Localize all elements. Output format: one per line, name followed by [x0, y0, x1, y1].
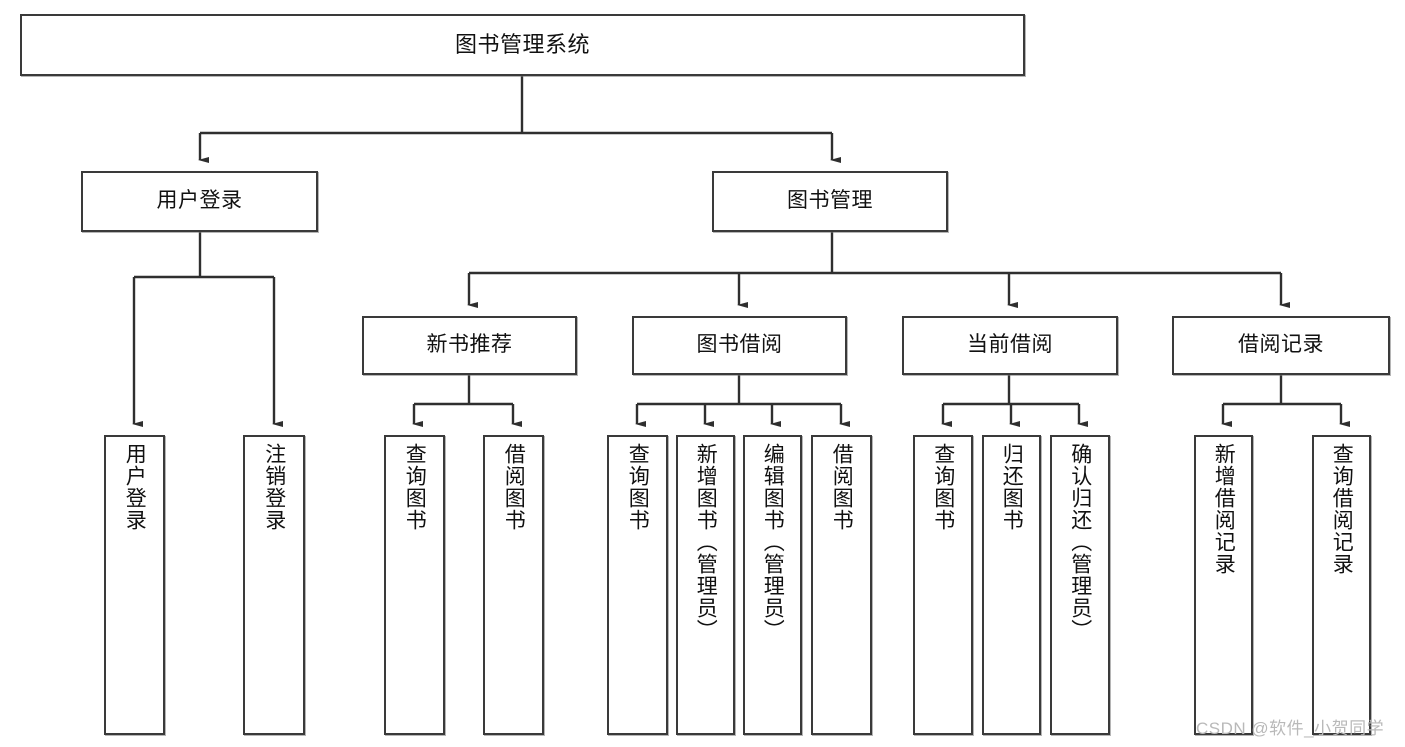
leaf-query-book-3[interactable]: 查询图书 [913, 435, 973, 735]
node-user-login[interactable]: 用户登录 [81, 171, 318, 232]
node-borrow-record[interactable]: 借阅记录 [1172, 316, 1390, 375]
leaf-confirm-return[interactable]: 确认归还（管理员） [1050, 435, 1110, 735]
leaf-query-record[interactable]: 查询借阅记录 [1312, 435, 1371, 735]
node-new-book-recommend[interactable]: 新书推荐 [362, 316, 577, 375]
node-current-borrow-label: 当前借阅 [967, 333, 1053, 357]
leaf-query-book-3-label: 查询图书 [931, 443, 955, 531]
leaf-user-logout[interactable]: 注销登录 [243, 435, 305, 735]
leaf-edit-book[interactable]: 编辑图书（管理员） [743, 435, 802, 735]
leaf-borrow-book-2-label: 借阅图书 [830, 443, 854, 531]
leaf-query-book-2-label: 查询图书 [626, 443, 650, 531]
leaf-user-login[interactable]: 用户登录 [104, 435, 165, 735]
leaf-add-book[interactable]: 新增图书（管理员） [676, 435, 735, 735]
leaf-confirm-return-label: 确认归还（管理员） [1068, 443, 1092, 641]
node-new-book-recommend-label: 新书推荐 [426, 333, 513, 357]
leaf-query-record-label: 查询借阅记录 [1330, 443, 1354, 575]
leaf-borrow-book-2[interactable]: 借阅图书 [811, 435, 872, 735]
leaf-borrow-book-1-label: 借阅图书 [502, 443, 526, 531]
node-book-borrow-label: 图书借阅 [696, 333, 783, 357]
node-book-borrow[interactable]: 图书借阅 [632, 316, 847, 375]
leaf-query-book-1-label: 查询图书 [403, 443, 427, 531]
leaf-borrow-book-1[interactable]: 借阅图书 [483, 435, 544, 735]
node-book-manage[interactable]: 图书管理 [712, 171, 948, 232]
leaf-user-login-label: 用户登录 [123, 443, 147, 531]
leaf-user-logout-label: 注销登录 [262, 443, 286, 531]
leaf-return-book[interactable]: 归还图书 [982, 435, 1041, 735]
leaf-edit-book-label: 编辑图书（管理员） [761, 443, 785, 641]
leaf-add-record[interactable]: 新增借阅记录 [1194, 435, 1253, 735]
node-borrow-record-label: 借阅记录 [1238, 333, 1324, 357]
leaf-return-book-label: 归还图书 [1000, 443, 1024, 531]
leaf-query-book-2[interactable]: 查询图书 [607, 435, 668, 735]
leaf-add-record-label: 新增借阅记录 [1212, 443, 1236, 575]
node-root[interactable]: 图书管理系统 [20, 14, 1025, 76]
node-current-borrow[interactable]: 当前借阅 [902, 316, 1118, 375]
watermark: CSDN @软件_小贺同学 [1196, 719, 1385, 738]
leaf-add-book-label: 新增图书（管理员） [694, 443, 718, 641]
leaf-query-book-1[interactable]: 查询图书 [384, 435, 445, 735]
node-user-login-label: 用户登录 [156, 189, 243, 213]
node-root-label: 图书管理系统 [454, 32, 590, 58]
node-book-manage-label: 图书管理 [787, 189, 873, 213]
